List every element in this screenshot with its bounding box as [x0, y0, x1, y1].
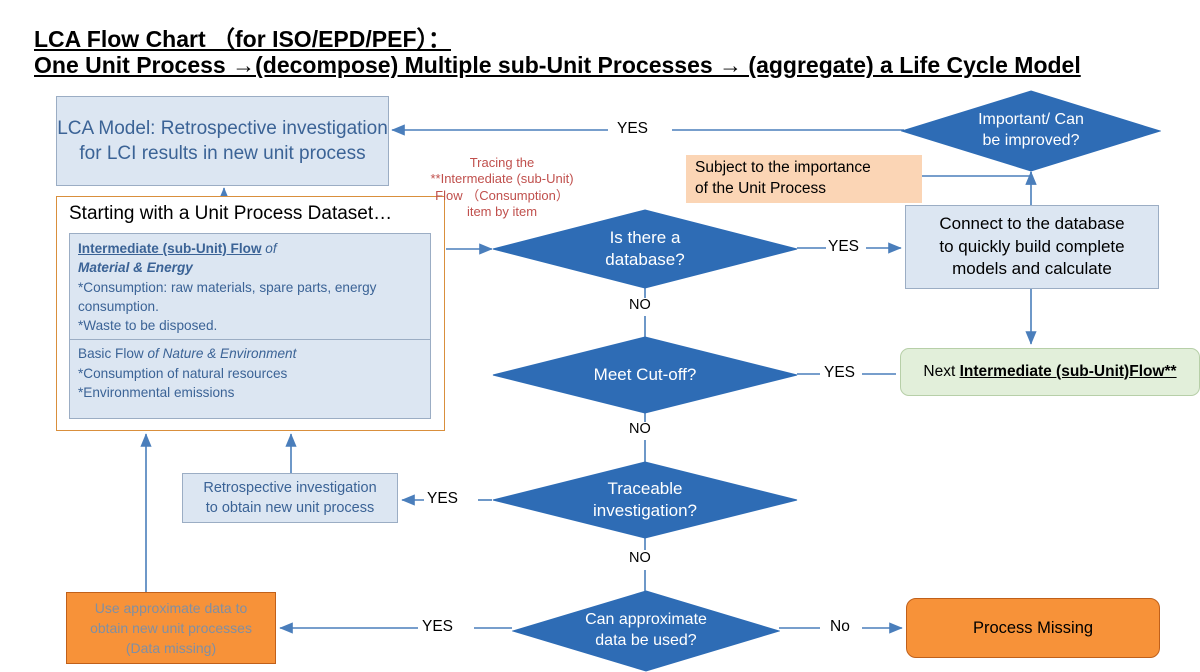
intermediate-flow-subheading: Material & Energy [78, 260, 193, 276]
decision-important-line1: Important/ Can [978, 111, 1084, 129]
decision-approximate-line1: Can approximate [585, 611, 707, 629]
next-flow-bold: Intermediate (sub-Unit)Flow** [959, 363, 1177, 380]
node-lca-model-label: LCA Model: Retrospective investigation f… [57, 117, 388, 164]
annotation-tracing-line1: Tracing the [469, 155, 535, 170]
edge-label-no-cutoff: NO [629, 421, 651, 437]
intermediate-flow-heading-italic: of [261, 241, 277, 256]
flow-card-basic: Basic Flow of Nature & Environment *Cons… [70, 340, 430, 407]
node-use-approximate-data[interactable]: Use approximate data to obtain new unit … [66, 592, 276, 664]
group-unit-process-dataset[interactable]: Starting with a Unit Process Dataset… In… [56, 196, 445, 431]
decision-traceable-label: Traceable investigation? [593, 478, 697, 522]
edge-label-yes-traceable: YES [427, 490, 459, 507]
node-lca-model[interactable]: LCA Model: Retrospective investigation f… [56, 96, 389, 186]
decision-database-label: Is there a database? [605, 227, 684, 271]
decision-traceable-line1: Traceable [607, 478, 683, 498]
edge-label-yes-approximate: YES [422, 618, 454, 635]
note-subject-text: Subject to the importance of the Unit Pr… [695, 158, 871, 200]
flow-card-intermediate: Intermediate (sub-Unit) Flow of Material… [70, 234, 430, 341]
edge-label-no-traceable: NO [629, 550, 651, 566]
intermediate-flow-heading-bold: Intermediate (sub-Unit) Flow [78, 241, 262, 256]
basic-flow-line2: *Environmental emissions [78, 385, 235, 401]
diamond-shape [492, 461, 798, 539]
note-subject-line1: Subject to the importance [695, 159, 871, 177]
intermediate-flow-line1: *Consumption: raw materials, spare parts… [78, 279, 377, 314]
use-approx-line3: (Data missing) [125, 640, 217, 657]
decision-traceable-line2: investigation? [593, 501, 697, 520]
decision-important-line2: be improved? [982, 132, 1080, 149]
decision-important-label: Important/ Can be improved? [978, 110, 1084, 152]
edge-label-yes-cutoff: YES [824, 364, 856, 381]
diamond-shape [901, 90, 1161, 172]
edge-label-no-database: NO [629, 297, 651, 313]
dataset-group-heading: Starting with a Unit Process Dataset… [69, 203, 393, 224]
annotation-tracing-line4: item by item [466, 204, 538, 220]
retro-box-text: Retrospective investigation to obtain ne… [203, 478, 376, 519]
use-approx-line2: obtain new unit processes [90, 619, 252, 636]
node-retrospective-investigation[interactable]: Retrospective investigation to obtain ne… [182, 473, 398, 523]
use-approx-line1: Use approximate data to [94, 599, 248, 616]
decision-is-there-a-database[interactable]: Is there a database? [492, 209, 798, 289]
retro-box-line2: to obtain new unit process [205, 500, 375, 516]
decision-traceable-investigation[interactable]: Traceable investigation? [492, 461, 798, 539]
edge-label-yes-top: YES [617, 120, 649, 137]
flow-card: Intermediate (sub-Unit) Flow of Material… [69, 233, 431, 419]
decision-approximate-label: Can approximate data be used? [585, 610, 707, 652]
basic-flow-line1: *Consumption of natural resources [78, 365, 288, 381]
use-approx-text: Use approximate data to obtain new unit … [90, 598, 252, 659]
connect-db-line2: to quickly build complete [939, 236, 1125, 256]
diamond-shape [492, 209, 798, 289]
decision-database-line1: Is there a [609, 227, 681, 247]
intermediate-flow-line2: *Waste to be disposed. [78, 318, 218, 334]
basic-flow-heading: Basic Flow of Nature & Environment [78, 344, 422, 363]
decision-approximate-line2: data be used? [595, 632, 697, 649]
node-connect-to-database[interactable]: Connect to the database to quickly build… [905, 205, 1159, 289]
page-title-line1: LCA Flow Chart （for ISO/EPD/PEF）： [34, 26, 451, 52]
note-subject-line2: of the Unit Process [695, 180, 826, 197]
annotation-tracing: Tracing the **Intermediate (sub-Unit) Fl… [422, 155, 582, 221]
next-flow-text: Next Intermediate (sub-Unit)Flow** [923, 363, 1176, 381]
decision-database-line2: database? [605, 250, 685, 269]
node-process-missing[interactable]: Process Missing [906, 598, 1160, 658]
decision-meet-cutoff-label: Meet Cut-off? [593, 364, 697, 384]
decision-important-can-be-improved[interactable]: Important/ Can be improved? [901, 90, 1161, 172]
diamond-shape [512, 590, 780, 672]
diamond-shape [492, 336, 798, 414]
basic-flow-heading-plain: Basic Flow [78, 346, 148, 362]
next-flow-prefix: Next [923, 363, 960, 380]
edge-label-no-approximate: No [830, 618, 850, 635]
process-missing-label: Process Missing [972, 618, 1094, 637]
decision-meet-cutoff[interactable]: Meet Cut-off? [492, 336, 798, 414]
edge-label-yes-database: YES [828, 238, 860, 255]
intermediate-flow-heading: Intermediate (sub-Unit) Flow of [78, 239, 422, 258]
annotation-tracing-line2: **Intermediate (sub-Unit) [430, 171, 574, 187]
connect-db-line3: models and calculate [952, 259, 1112, 279]
page-title-line2: One Unit Process →(decompose) Multiple s… [34, 52, 1081, 78]
note-subject-to-importance[interactable]: Subject to the importance of the Unit Pr… [686, 155, 922, 203]
connect-db-line1: Connect to the database [939, 213, 1125, 233]
decision-can-approximate-data[interactable]: Can approximate data be used? [512, 590, 780, 672]
node-next-intermediate-flow[interactable]: Next Intermediate (sub-Unit)Flow** [900, 348, 1200, 396]
node-connect-to-database-text: Connect to the database to quickly build… [939, 213, 1124, 282]
annotation-tracing-line3: Flow （Consumption） [435, 187, 569, 203]
basic-flow-heading-italic: of Nature & Environment [147, 346, 297, 362]
retro-box-line1: Retrospective investigation [203, 479, 377, 496]
